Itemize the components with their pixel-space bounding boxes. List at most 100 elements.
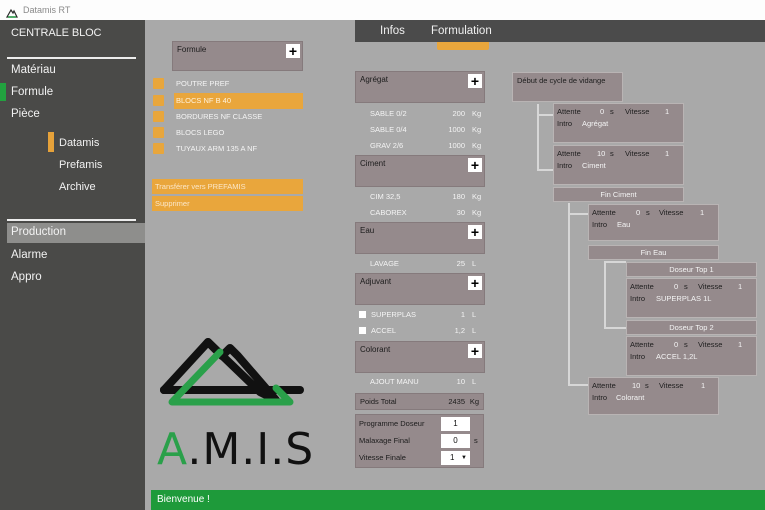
attente-label: Attente xyxy=(557,149,581,158)
material-value: 10 xyxy=(456,377,465,386)
doseur-top-1-marker[interactable]: Doseur Top 1 xyxy=(626,262,757,277)
material-name: CABOREX xyxy=(370,208,407,217)
sidebar-subitem-prefamis[interactable]: Prefamis xyxy=(59,159,103,171)
active-marker xyxy=(0,83,6,101)
adjuvant-header: Adjuvant xyxy=(360,277,392,286)
plus-icon: + xyxy=(288,43,298,59)
list-item[interactable]: POUTRE PREF xyxy=(153,77,303,91)
seconds-unit: s xyxy=(645,381,649,390)
fin-eau-marker[interactable]: Fin Eau xyxy=(588,245,719,260)
logo-letters: .M.I.S xyxy=(187,424,315,475)
sidebar-subitem-datamis[interactable]: Datamis xyxy=(59,137,100,149)
programme-doseur-input[interactable]: 1 xyxy=(441,417,470,431)
connector xyxy=(604,261,606,329)
malaxage-unit: s xyxy=(474,436,478,445)
accel-checkbox[interactable] xyxy=(358,326,367,335)
title-bar: Datamis RT xyxy=(0,0,765,20)
amis-logo-icon xyxy=(160,338,304,406)
list-item-selected[interactable]: BLOCS NF B 40 xyxy=(153,93,303,109)
material-name: GRAV 2/6 xyxy=(370,141,404,150)
cycle-start-label: Début de cycle de vidange xyxy=(517,76,606,85)
sidebar-item-appro[interactable]: Appro xyxy=(11,271,42,283)
vitesse-label: Vitesse xyxy=(625,149,650,158)
vitesse-finale-select[interactable]: 1▼ xyxy=(441,451,470,465)
intro-value: Colorant xyxy=(616,393,645,402)
tab-active-indicator xyxy=(437,42,489,50)
list-item[interactable]: BLOCS LEGO xyxy=(153,126,303,140)
connector xyxy=(537,104,539,171)
vitesse-value: 1 xyxy=(700,208,705,217)
connector xyxy=(537,114,557,116)
add-adjuvant-button[interactable]: + xyxy=(468,276,482,290)
sidebar-divider xyxy=(7,57,136,59)
vitesse-label: Vitesse xyxy=(625,107,650,116)
cycle-step-agregat[interactable]: Attente 0 s Vitesse 1 Intro Agrégat xyxy=(553,103,684,143)
tab-formulation[interactable]: Formulation xyxy=(431,25,492,37)
plus-icon: + xyxy=(470,343,480,359)
fin-ciment-marker[interactable]: Fin Ciment xyxy=(553,187,684,202)
colorant-panel: Colorant + xyxy=(355,341,485,373)
material-name: SABLE 0/4 xyxy=(370,125,407,134)
seconds-unit: s xyxy=(646,208,650,217)
seconds-unit: s xyxy=(610,107,614,116)
tab-infos[interactable]: Infos xyxy=(380,25,405,37)
eau-panel: Eau + xyxy=(355,222,485,254)
list-item[interactable]: BORDURES NF CLASSE xyxy=(153,110,303,124)
formule-color-swatch xyxy=(153,127,164,138)
add-formule-button[interactable]: + xyxy=(286,44,300,58)
add-colorant-button[interactable]: + xyxy=(468,344,482,358)
connector xyxy=(604,327,626,329)
sidebar-item-production[interactable]: Production xyxy=(11,226,66,238)
formule-header: Formule xyxy=(177,45,207,54)
cycle-start-node[interactable]: Début de cycle de vidange xyxy=(512,72,623,102)
material-value: 25 xyxy=(456,259,465,268)
intro-label: Intro xyxy=(557,161,573,170)
ciment-header: Ciment xyxy=(360,159,386,168)
material-value: 1000 xyxy=(448,125,465,134)
attente-value: 10 xyxy=(632,381,641,390)
cycle-step-colorant[interactable]: Attente 10 s Vitesse 1 Intro Colorant xyxy=(588,377,719,415)
add-agregat-button[interactable]: + xyxy=(468,74,482,88)
sidebar-item-materiau[interactable]: Matériau xyxy=(11,64,56,76)
formule-color-swatch xyxy=(153,111,164,122)
sidebar-item-formule[interactable]: Formule xyxy=(11,86,54,98)
sidebar-subitem-archive[interactable]: Archive xyxy=(59,181,96,193)
sidebar-item-piece[interactable]: Pièce xyxy=(11,108,40,120)
vitesse-finale-value: 1 xyxy=(450,453,455,462)
vitesse-value: 1 xyxy=(738,282,743,291)
list-item[interactable]: TUYAUX ARM 135 A NF xyxy=(153,142,303,156)
cycle-step-ciment[interactable]: Attente 10 s Vitesse 1 Intro Ciment xyxy=(553,145,684,185)
window-title: Datamis RT xyxy=(23,5,71,15)
intro-value: SUPERPLAS 1L xyxy=(656,294,712,303)
material-unit: Kg xyxy=(472,125,482,134)
cycle-step-superplas[interactable]: Attente 0 s Vitesse 1 Intro SUPERPLAS 1L xyxy=(626,278,757,318)
malaxage-final-input[interactable]: 0 xyxy=(441,434,470,448)
cycle-step-accel[interactable]: Attente 0 s Vitesse 1 Intro ACCEL 1,2L xyxy=(626,336,757,376)
seconds-unit: s xyxy=(684,340,688,349)
superplas-checkbox[interactable] xyxy=(358,310,367,319)
connector xyxy=(568,213,588,215)
doseur-top-2-marker[interactable]: Doseur Top 2 xyxy=(626,320,757,335)
attente-label: Attente xyxy=(592,381,616,390)
formule-header-panel: Formule + xyxy=(172,41,303,71)
transfer-prefamis-button[interactable]: Transférer vers PREFAMIS xyxy=(152,179,303,194)
cycle-step-eau[interactable]: Attente 0 s Vitesse 1 Intro Eau xyxy=(588,204,719,241)
add-ciment-button[interactable]: + xyxy=(468,158,482,172)
selected-highlight xyxy=(7,223,145,243)
poids-total-unit: Kg xyxy=(469,397,479,406)
sidebar-item-alarme[interactable]: Alarme xyxy=(11,249,48,261)
material-value: 1 xyxy=(460,310,465,319)
add-eau-button[interactable]: + xyxy=(468,225,482,239)
material-name: ACCEL xyxy=(371,326,397,335)
table-row[interactable]: SABLE 0/4 1000 Kg xyxy=(355,123,485,137)
delete-button[interactable]: Supprimer xyxy=(152,196,303,211)
attente-label: Attente xyxy=(630,340,654,349)
